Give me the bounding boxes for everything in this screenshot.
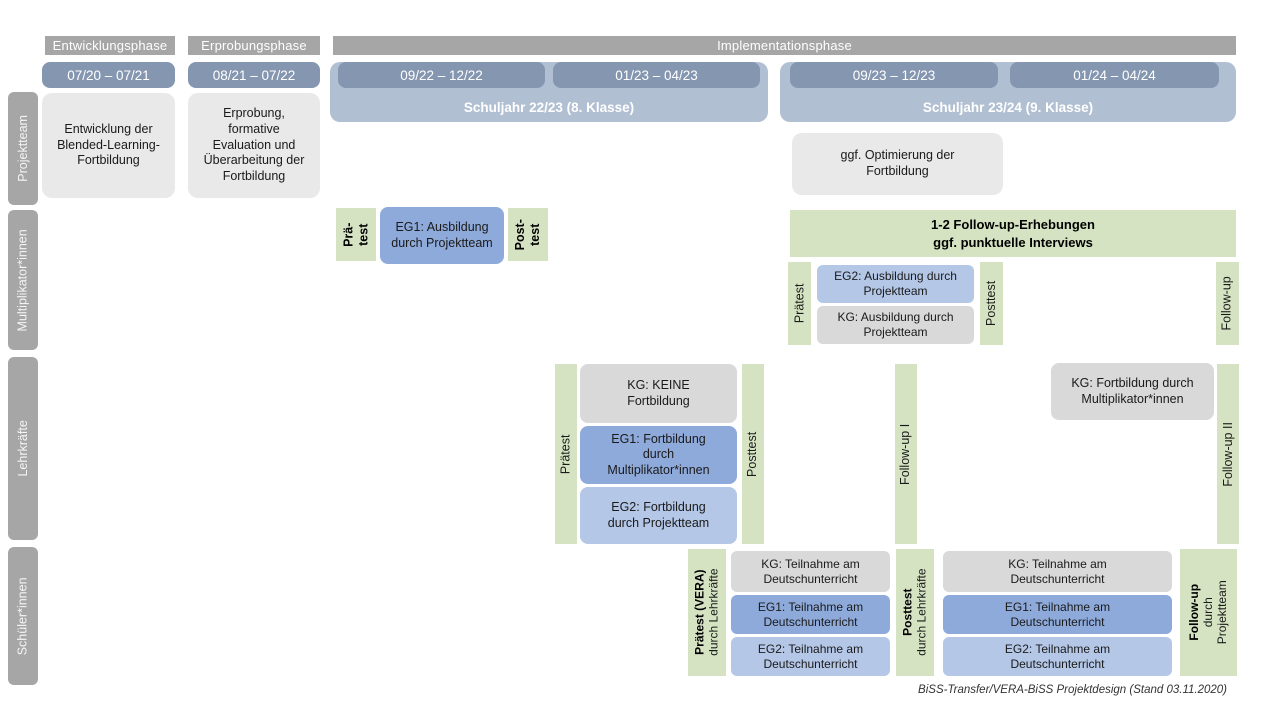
- phase-bar-implementationsphase: Implementationsphase: [333, 36, 1236, 55]
- strip-followup-schueler-main: Follow-up: [1187, 584, 1202, 641]
- phase-bar-erprobungsphase: Erprobungsphase: [188, 36, 320, 55]
- box-eg2-ausbildung-projektteam-text: EG2: Ausbildung durch Projektteam: [834, 269, 957, 298]
- strip-posttest-multiplikatoren-line2: test: [528, 223, 542, 246]
- strip-praetest-vera-schueler: Prätest (VERA) durch Lehrkräfte: [688, 549, 726, 676]
- box-kg-keine-fortbildung: KG: KEINE Fortbildung: [580, 364, 737, 423]
- box-erprobung-evaluation-text: Erprobung, formative Evaluation und Über…: [203, 106, 305, 183]
- box-followup-erhebungen: 1-2 Follow-up-Erhebungen ggf. punktuelle…: [790, 210, 1236, 257]
- box-eg2-fortbildung-projektteam-text: EG2: Fortbildung durch Projektteam: [607, 499, 710, 530]
- date-pill-0720-0721: 07/20 – 07/21: [42, 62, 175, 88]
- box-kg-teilnahme-2-text: KG: Teilnahme am Deutschunterricht: [1008, 556, 1107, 586]
- strip-praetest-lehrkraefte-text: Prätest: [558, 434, 573, 474]
- box-followup-erhebungen-line2: ggf. punktuelle Interviews: [933, 234, 1093, 250]
- strip-posttest-schueler-main: Posttest: [900, 588, 915, 637]
- strip-posttest-schueler-sub: durch Lehrkräfte: [915, 568, 930, 657]
- strip-followup-schueler: Follow-up durch Projektteam: [1180, 549, 1237, 676]
- box-eg2-teilnahme-2: EG2: Teilnahme am Deutschunterricht: [943, 637, 1172, 676]
- date-pill-0124-0424: 01/24 – 04/24: [1010, 62, 1219, 88]
- strip-followup2-lehrkraefte: Follow-up II: [1217, 364, 1239, 544]
- box-eg2-teilnahme-1: EG2: Teilnahme am Deutschunterricht: [731, 637, 890, 676]
- strip-posttest-multiplikatoren: Post- test: [508, 208, 548, 261]
- row-label-projektteam-text: Projektteam: [15, 115, 30, 182]
- strip-followup2-lehrkraefte-text: Follow-up II: [1220, 421, 1235, 487]
- row-label-schuelerinnen-text: Schüler*innen: [15, 577, 30, 655]
- row-label-lehrkraefte-text: Lehrkräfte: [15, 420, 30, 477]
- box-kg-teilnahme-2: KG: Teilnahme am Deutschunterricht: [943, 551, 1172, 592]
- box-eg1-ausbildung-projektteam: EG1: Ausbildung durch Projektteam: [380, 207, 504, 264]
- strip-followup1-lehrkraefte-text: Follow-up I: [898, 423, 913, 485]
- strip-posttest2-multiplikatoren: Posttest: [980, 262, 1003, 345]
- school-year-label-22-23: Schuljahr 22/23 (8. Klasse): [463, 99, 635, 115]
- row-label-lehrkraefte: Lehrkräfte: [8, 357, 38, 540]
- box-eg1-teilnahme-1-text: EG1: Teilnahme am Deutschunterricht: [757, 599, 864, 629]
- box-followup-erhebungen-line1: 1-2 Follow-up-Erhebungen: [931, 216, 1095, 232]
- row-label-projektteam: Projektteam: [8, 92, 38, 205]
- strip-praetest2-multiplikatoren: Prätest: [788, 262, 811, 345]
- school-year-bar-22-23: 09/22 – 12/22 01/23 – 04/23 Schuljahr 22…: [330, 62, 768, 122]
- box-kg-fortbildung-multiplikatoren-text: KG: Fortbildung durch Multiplikator*inne…: [1071, 375, 1194, 406]
- school-year-label-23-24: Schuljahr 23/24 (9. Klasse): [922, 99, 1094, 115]
- box-entwicklung-fortbildung: Entwicklung der Blended-Learning-Fortbil…: [42, 93, 175, 198]
- box-eg1-teilnahme-2: EG1: Teilnahme am Deutschunterricht: [943, 595, 1172, 634]
- strip-posttest2-multiplikatoren-text: Posttest: [984, 280, 999, 327]
- strip-followup-schueler-sub1: durch: [1201, 597, 1216, 628]
- box-eg1-teilnahme-2-text: EG1: Teilnahme am Deutschunterricht: [1004, 599, 1111, 629]
- box-kg-keine-fortbildung-text: KG: KEINE Fortbildung: [627, 377, 690, 408]
- box-optimierung-fortbildung: ggf. Optimierung der Fortbildung: [792, 133, 1003, 195]
- date-pill-0123-0423: 01/23 – 04/23: [553, 62, 760, 88]
- date-pill-0821-0722: 08/21 – 07/22: [188, 62, 320, 88]
- box-kg-fortbildung-multiplikatoren: KG: Fortbildung durch Multiplikator*inne…: [1051, 363, 1214, 420]
- school-year-bar-23-24: 09/23 – 12/23 01/24 – 04/24 Schuljahr 23…: [780, 62, 1236, 122]
- strip-followup-multiplikatoren-text: Follow-up: [1220, 276, 1235, 331]
- box-eg2-teilnahme-1-text: EG2: Teilnahme am Deutschunterricht: [757, 641, 864, 671]
- strip-followup-schueler-sub2: Projektteam: [1215, 580, 1230, 645]
- strip-posttest-multiplikatoren-line1: Post-: [513, 218, 528, 251]
- strip-praetest-vera-main: Prätest (VERA): [692, 569, 707, 656]
- phase-bar-entwicklungsphase: Entwicklungsphase: [45, 36, 175, 55]
- strip-posttest-lehrkraefte-text: Posttest: [745, 431, 760, 477]
- box-eg2-teilnahme-2-text: EG2: Teilnahme am Deutschunterricht: [1004, 641, 1111, 671]
- footer-caption: BiSS-Transfer/VERA-BiSS Projektdesign (S…: [918, 684, 1227, 696]
- strip-praetest-lehrkraefte: Prätest: [555, 364, 577, 544]
- date-pill-0922-1222: 09/22 – 12/22: [338, 62, 545, 88]
- box-eg1-fortbildung-multiplikatoren-text: EG1: Fortbildung durch Multiplikator*inn…: [607, 431, 710, 477]
- box-kg-ausbildung-projektteam-text: KG: Ausbildung durch Projektteam: [837, 310, 954, 339]
- box-erprobung-evaluation: Erprobung, formative Evaluation und Über…: [188, 93, 320, 198]
- box-optimierung-fortbildung-text: ggf. Optimierung der Fortbildung: [840, 148, 955, 178]
- date-pill-0923-1223: 09/23 – 12/23: [790, 62, 998, 88]
- row-label-multiplikatorinnen: Multiplikator*innen: [8, 210, 38, 350]
- strip-praetest2-multiplikatoren-text: Prätest: [792, 283, 807, 324]
- box-eg1-ausbildung-projektteam-text: EG1: Ausbildung durch Projektteam: [391, 219, 493, 250]
- strip-posttest-schueler: Posttest durch Lehrkräfte: [896, 549, 934, 676]
- strip-followup-multiplikatoren: Follow-up: [1216, 262, 1239, 345]
- box-eg2-ausbildung-projektteam: EG2: Ausbildung durch Projektteam: [817, 265, 974, 303]
- strip-praetest-multiplikatoren-line2: test: [355, 223, 370, 246]
- strip-praetest-vera-sub: durch Lehrkräfte: [707, 568, 722, 657]
- strip-praetest-multiplikatoren-line1: Prä-: [341, 222, 356, 247]
- row-label-schuelerinnen: Schüler*innen: [8, 547, 38, 685]
- strip-posttest-lehrkraefte: Posttest: [742, 364, 764, 544]
- box-entwicklung-fortbildung-text: Entwicklung der Blended-Learning-Fortbil…: [57, 122, 160, 168]
- box-kg-ausbildung-projektteam: KG: Ausbildung durch Projektteam: [817, 306, 974, 344]
- box-eg1-fortbildung-multiplikatoren: EG1: Fortbildung durch Multiplikator*inn…: [580, 426, 737, 484]
- strip-followup1-lehrkraefte: Follow-up I: [895, 364, 917, 544]
- box-eg1-teilnahme-1: EG1: Teilnahme am Deutschunterricht: [731, 595, 890, 634]
- strip-praetest-multiplikatoren: Prä- test: [336, 208, 376, 261]
- box-eg2-fortbildung-projektteam: EG2: Fortbildung durch Projektteam: [580, 487, 737, 544]
- row-label-multiplikatorinnen-text: Multiplikator*innen: [15, 228, 30, 332]
- box-kg-teilnahme-1: KG: Teilnahme am Deutschunterricht: [731, 551, 890, 592]
- box-kg-teilnahme-1-text: KG: Teilnahme am Deutschunterricht: [761, 556, 860, 586]
